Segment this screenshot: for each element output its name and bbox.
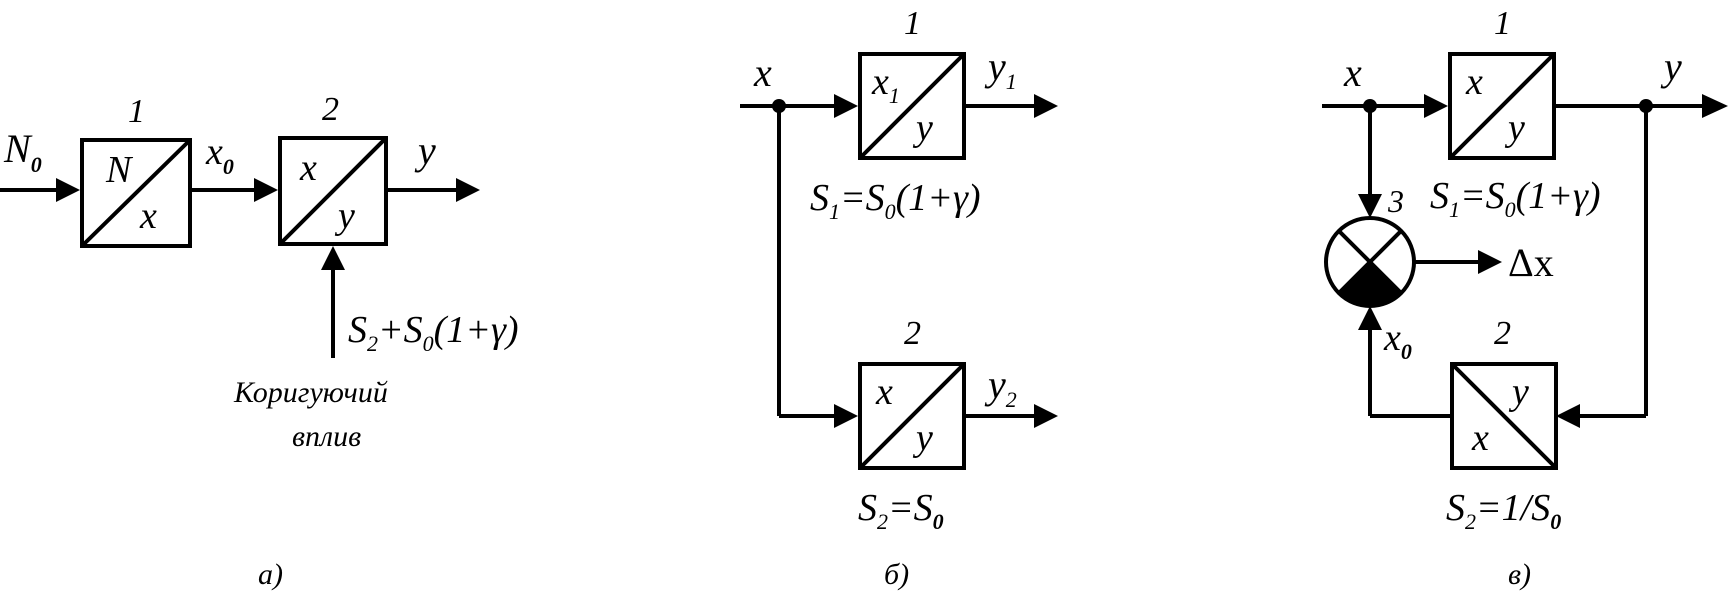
panel-label-a: а)	[258, 558, 283, 591]
comparator	[1324, 216, 1416, 308]
arrow-head	[321, 246, 345, 270]
block2-bottom: y	[334, 195, 355, 237]
correction-label-2: вплив	[292, 420, 361, 453]
sensitivity-b1: S1=S0(1+γ)	[810, 177, 981, 224]
arrow-head	[56, 178, 80, 202]
arrow-head	[456, 178, 480, 202]
block1-number: 1	[904, 5, 921, 42]
block1-top: N	[105, 149, 134, 191]
arrow-head	[834, 404, 858, 428]
panel-b: x x1 y 1 y1 S1=S0(1+γ) x y 2 y2 S2=S0 б)	[740, 5, 1058, 591]
arrow-head	[1358, 194, 1382, 218]
sensitivity-a: S2+S0(1+γ)	[348, 309, 519, 356]
output-signal-c: y	[1660, 44, 1682, 89]
arrow-head	[1478, 250, 1502, 274]
block1-top: x1	[871, 61, 900, 108]
arrow-head	[1034, 94, 1058, 118]
input-signal-b: x	[753, 50, 772, 95]
arrow-head	[1424, 94, 1448, 118]
block-diagonal	[860, 364, 964, 468]
output1-signal: y1	[984, 44, 1017, 94]
arrow-head	[1702, 94, 1728, 118]
block2-number: 2	[1494, 315, 1511, 352]
panel-label-c: в)	[1508, 558, 1531, 591]
arrow-head	[1034, 404, 1058, 428]
block1-bottom: y	[912, 107, 933, 149]
feedback-signal: x0	[1383, 317, 1412, 364]
arrow-head	[1556, 404, 1580, 428]
block2-top: x	[299, 147, 317, 189]
sensitivity-c2: S2=1/S0	[1446, 487, 1561, 534]
panel-label-b: б)	[884, 558, 909, 591]
block-diagonal	[860, 54, 964, 158]
block-diagonal	[82, 140, 190, 246]
comparator-number: 3	[1387, 183, 1404, 219]
mid-signal-a: x0	[205, 131, 234, 179]
block-diagonal	[1450, 54, 1554, 158]
sensitivity-b2: S2=S0	[858, 487, 944, 534]
arrow-head	[254, 178, 278, 202]
block1-number: 1	[1494, 5, 1511, 42]
block-diagonal	[1452, 364, 1556, 468]
input-signal-c: x	[1343, 50, 1362, 95]
delta-output: Δx	[1508, 240, 1554, 285]
block1-top: x	[1465, 61, 1483, 103]
block2-top: x	[875, 371, 893, 413]
output2-signal: y2	[984, 362, 1017, 412]
block2-number: 2	[322, 91, 339, 128]
block-diagonal	[280, 138, 386, 244]
output-signal-a: y	[414, 128, 436, 173]
block2-number: 2	[904, 315, 921, 352]
block1-number: 1	[128, 93, 145, 130]
arrow-head	[1358, 306, 1382, 330]
correction-label-1: Коригуючий	[233, 376, 388, 409]
block2-bottom: x	[1471, 417, 1489, 459]
sensitivity-c1: S1=S0(1+γ)	[1430, 175, 1601, 222]
block1-bottom: x	[139, 195, 157, 237]
block1-bottom: y	[1504, 107, 1525, 149]
block2-top: y	[1508, 371, 1529, 413]
block2-bottom: y	[912, 417, 933, 459]
panel-c: x x y 1 S1=S0(1+γ) y y x 2 S2=1/S0 x0	[1322, 5, 1728, 591]
input-signal-a: N0	[3, 126, 42, 177]
arrow-head	[834, 94, 858, 118]
panel-a: N0 N x 1 x0 x y 2 y S2+S0(1+γ) Коригуючи…	[0, 91, 519, 591]
